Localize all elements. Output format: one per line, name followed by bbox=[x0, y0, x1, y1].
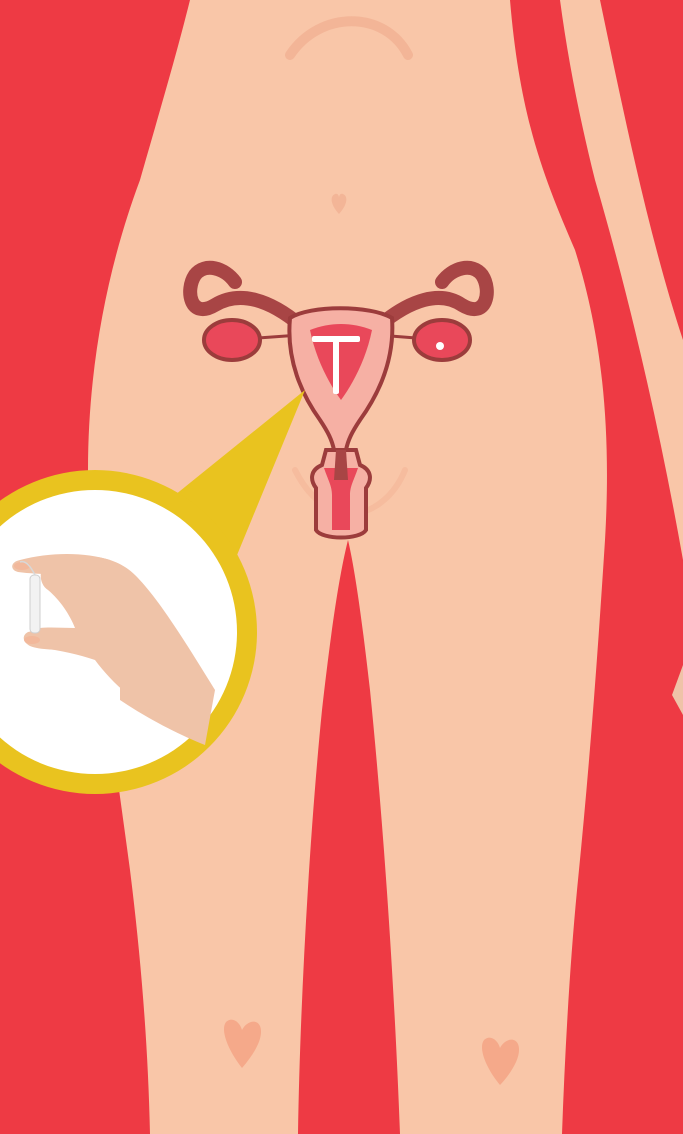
right-ovary bbox=[414, 320, 470, 360]
ovary-egg bbox=[436, 342, 444, 350]
left-ovary bbox=[204, 320, 260, 360]
cervical-canal bbox=[334, 450, 348, 480]
